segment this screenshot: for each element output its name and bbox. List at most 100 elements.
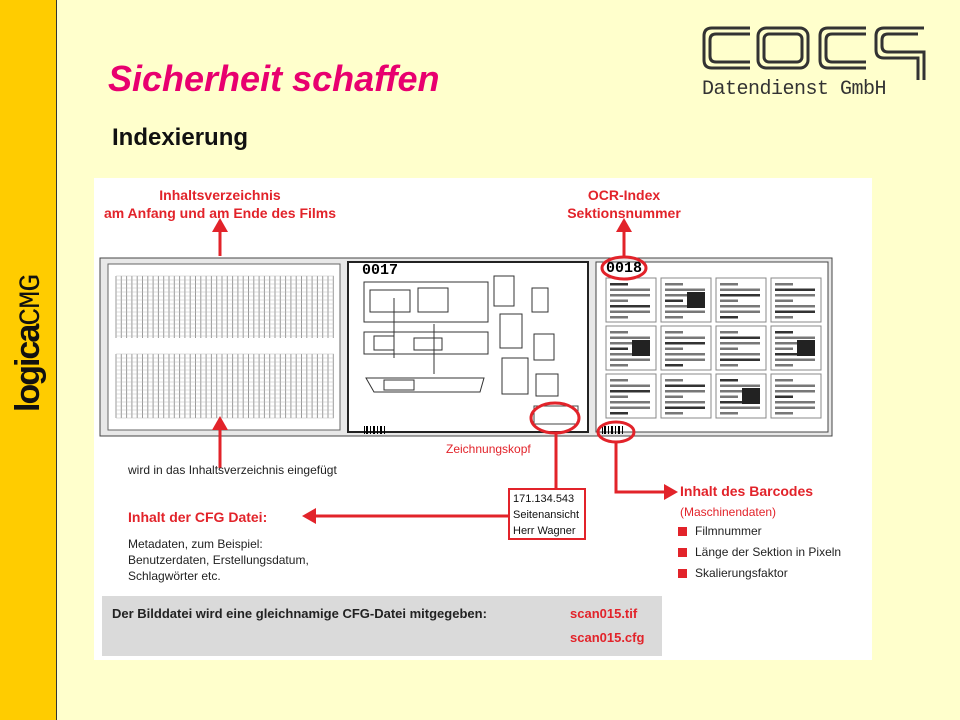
barcode-item: Filmnummer: [678, 524, 841, 538]
inserted-note: wird in das Inhaltsverzeichnis eingefügt: [128, 463, 337, 477]
barcode-item-label: Skalierungsfaktor: [695, 566, 788, 580]
bullet-square-icon: [678, 547, 687, 557]
document-text-line: [720, 316, 738, 319]
document-text-line: [775, 406, 815, 409]
document-text-line: [720, 294, 760, 297]
document-text-line: [720, 412, 738, 415]
document-text-line: [720, 390, 760, 393]
document-text-line: [665, 342, 705, 345]
document-text-line: [610, 406, 650, 409]
document-text-line: [775, 331, 793, 334]
document-text-line: [665, 384, 705, 387]
cfg-desc-2: Benutzerdaten, Erstellungsdatum,: [128, 553, 309, 567]
slide-title: Sicherheit schaffen: [108, 58, 440, 99]
document-text-line: [720, 384, 760, 387]
document-text-line: [610, 331, 628, 334]
cfg-desc-1: Metadaten, zum Beispiel:: [128, 537, 263, 551]
frame-number-0017: 0017: [362, 262, 399, 279]
document-text-line: [665, 283, 683, 286]
document-text-line: [720, 379, 738, 382]
document-text-line: [720, 331, 738, 334]
document-text-line: [665, 316, 683, 319]
document-text-line: [775, 347, 793, 350]
document-text-line: [610, 283, 628, 286]
document-text-line: [610, 342, 650, 345]
document-text-line: [775, 305, 815, 308]
document-text-line: [775, 353, 815, 356]
bullet-square-icon: [678, 526, 687, 536]
file-cfg: scan015.cfg: [570, 630, 645, 645]
cfg-title: Inhalt der CFG Datei:: [128, 509, 268, 525]
document-text-line: [775, 299, 793, 302]
technical-drawing: [363, 275, 559, 397]
document-text-line: [720, 336, 760, 339]
document-text-line: [775, 364, 793, 367]
toc-label-line2: am Anfang und am Ende des Films: [103, 205, 337, 221]
document-text-line: [665, 390, 705, 393]
cfg-note-text: Der Bilddatei wird eine gleichnamige CFG…: [112, 606, 487, 621]
document-text-line: [610, 310, 650, 313]
document-text-line: [665, 347, 683, 350]
document-image-block: [632, 340, 650, 356]
document-text-line: [720, 288, 760, 291]
logo-part-cmg: CMG: [15, 274, 49, 326]
document-text-line: [775, 342, 815, 345]
cfg-box-line1: 171.134.543: [513, 493, 575, 505]
document-text-line: [610, 316, 628, 319]
document-text-line: [665, 412, 683, 415]
indexing-diagram: Inhaltsverzeichnis am Anfang und am Ende…: [94, 178, 872, 660]
document-text-line: [775, 384, 815, 387]
document-text-line: [720, 283, 738, 286]
document-image-block: [687, 292, 705, 308]
cocq-logo-mark: [702, 26, 926, 98]
document-text-line: [665, 331, 683, 334]
document-text-line: [720, 305, 760, 308]
document-text-line: [775, 401, 815, 404]
document-text-line: [610, 401, 650, 404]
drawing-head-label: Zeichnungskopf: [446, 442, 531, 456]
cfg-sample-box: 171.134.543 Seitenansicht Herr Wagner: [508, 488, 586, 540]
barcode-1: [364, 426, 385, 434]
barcode-item-label: Länge der Sektion in Pixeln: [695, 545, 842, 559]
document-text-line: [775, 336, 815, 339]
company-name: Datendienst GmbH: [702, 78, 887, 101]
document-text-line: [720, 395, 738, 398]
sidebar-strip: logicaCMG: [0, 0, 57, 720]
toc-grid: [115, 275, 334, 419]
document-text-line: [610, 395, 628, 398]
cfg-file-note: Der Bilddatei wird eine gleichnamige CFG…: [102, 596, 662, 656]
bullet-square-icon: [678, 568, 687, 578]
document-text-line: [665, 395, 683, 398]
barcode-subtitle: (Maschinendaten): [680, 505, 777, 519]
barcode-content-list: Filmnummer Länge der Sektion in Pixeln S…: [678, 524, 841, 587]
ocr-label: OCR-Index Sektionsnummer: [554, 186, 694, 222]
document-text-line: [720, 406, 760, 409]
document-text-line: [720, 353, 760, 356]
document-text-line: [775, 316, 793, 319]
ocr-label-line1: OCR-Index: [587, 187, 661, 203]
document-text-line: [665, 406, 705, 409]
file-tif: scan015.tif: [570, 606, 638, 621]
barcode-2: [602, 426, 623, 434]
document-text-line: [775, 283, 793, 286]
document-text-line: [610, 390, 650, 393]
document-pages: [605, 277, 822, 419]
document-text-line: [720, 347, 738, 350]
arrowheads: [212, 218, 678, 524]
document-text-line: [665, 310, 705, 313]
cfg-desc-3: Schlagwörter etc.: [128, 569, 221, 583]
document-text-line: [720, 310, 760, 313]
document-text-line: [775, 310, 815, 313]
document-text-line: [610, 294, 650, 297]
document-text-line: [665, 379, 683, 382]
ocr-label-line2: Sektionsnummer: [567, 205, 681, 221]
slide-subtitle: Indexierung: [112, 124, 249, 151]
frame-number-0018: 0018: [606, 260, 643, 277]
document-text-line: [665, 336, 705, 339]
barcode-title: Inhalt des Barcodes: [680, 483, 814, 499]
barcode-item: Länge der Sektion in Pixeln: [678, 545, 841, 559]
document-text-line: [720, 401, 760, 404]
document-text-line: [610, 288, 650, 291]
diagram-graphics: [99, 218, 833, 524]
toc-label-line1: Inhaltsverzeichnis: [159, 187, 281, 203]
